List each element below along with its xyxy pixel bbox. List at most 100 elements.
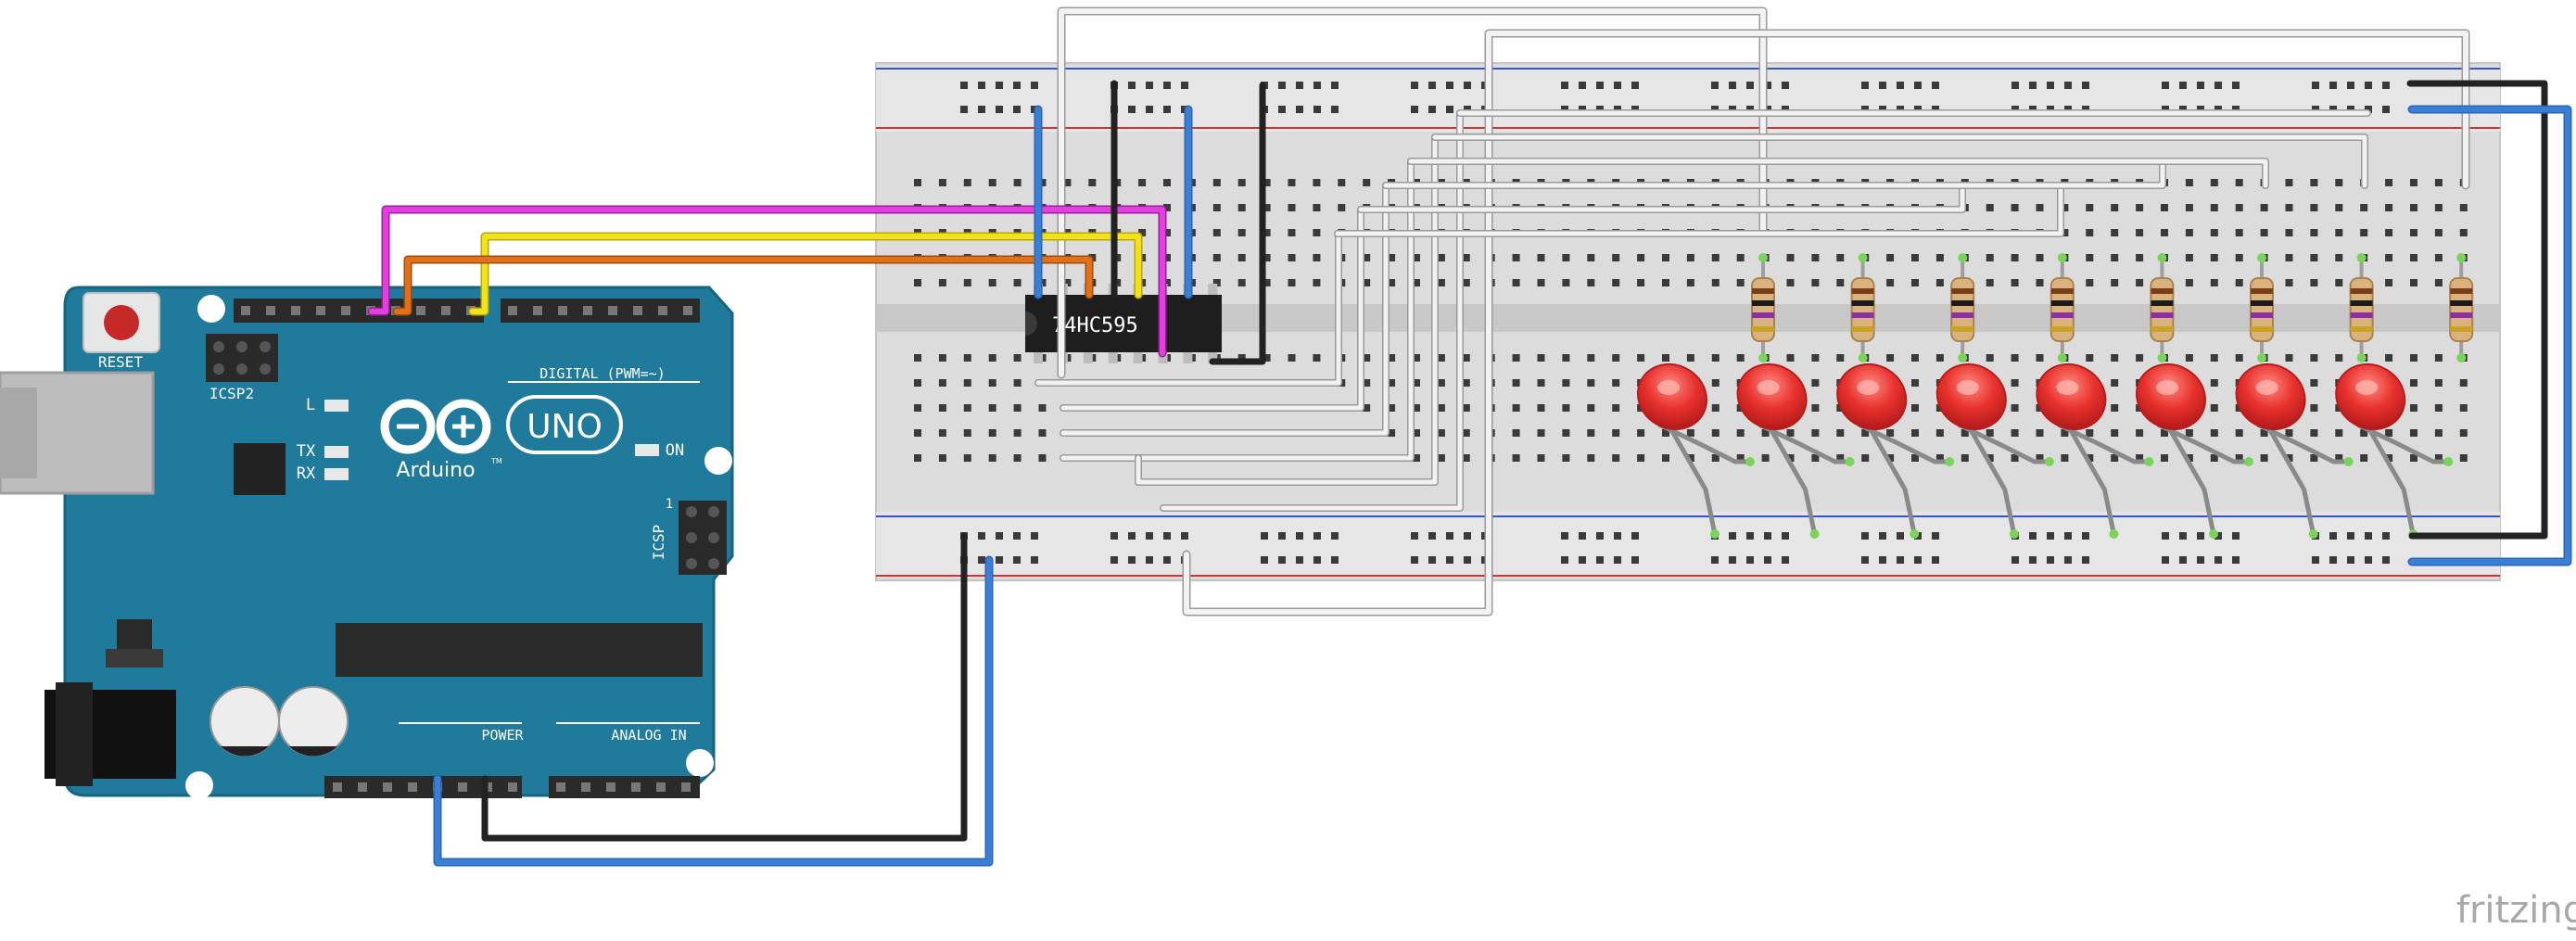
breadboard-hole — [2360, 429, 2368, 437]
rail-hole — [2365, 556, 2372, 564]
led-lead — [2256, 422, 2349, 464]
rail-hole — [1128, 106, 1136, 113]
breadboard-hole — [2434, 279, 2443, 286]
breadboard-hole — [2185, 179, 2193, 186]
power-jack-lip — [56, 682, 93, 786]
led-highlight — [1657, 380, 1680, 395]
breadboard-hole — [1562, 354, 1570, 362]
chip-leg — [1083, 350, 1093, 363]
breadboard-hole — [1212, 254, 1221, 261]
breadboard-hole — [2086, 229, 2094, 236]
breadboard-hole — [2335, 229, 2343, 236]
breadboard-hole — [1886, 279, 1895, 286]
breadboard-hole — [1811, 454, 1820, 462]
connection-dot — [1809, 529, 1820, 539]
breadboard-hole — [2335, 354, 2343, 362]
rail-hole — [1914, 82, 1922, 89]
breadboard-hole — [2210, 179, 2218, 186]
rail-hole — [2064, 556, 2072, 564]
microcontroller-chip — [336, 623, 703, 677]
bottom-pin-holes — [333, 782, 691, 792]
breadboard-hole — [2210, 204, 2218, 211]
wire-magenta — [369, 207, 1165, 356]
breadboard-hole — [1587, 454, 1595, 462]
breadboard-hole — [1388, 404, 1396, 412]
breadboard-hole — [1263, 279, 1271, 286]
rail-hole — [1261, 532, 1268, 540]
breadboard-hole — [2161, 454, 2168, 462]
rail-hole — [1181, 82, 1188, 89]
rail-hole — [2382, 82, 2390, 89]
resistor-band — [1951, 288, 1974, 294]
led-lead — [1657, 422, 1750, 464]
breadboard-hole — [1163, 229, 1171, 236]
usb-chip — [234, 443, 286, 495]
resistor-band — [2251, 312, 2273, 318]
breadboard-hole — [2410, 454, 2417, 462]
breadboard-hole — [2310, 379, 2318, 387]
breadboard-hole — [2036, 354, 2044, 362]
breadboard-hole — [2410, 354, 2417, 362]
led-highlight — [2056, 380, 2079, 395]
rail-hole — [1278, 556, 1286, 564]
breadboard-hole — [2285, 454, 2293, 462]
rail-hole — [1013, 532, 1021, 540]
rail-hole — [1729, 532, 1736, 540]
rail-hole — [1631, 82, 1639, 89]
rail-hole — [1631, 532, 1639, 540]
breadboard-hole — [1986, 204, 1994, 211]
rail-hole — [1879, 556, 1886, 564]
breadboard-hole — [2285, 354, 2293, 362]
breadboard-hole — [963, 429, 971, 437]
rail-hole — [978, 82, 985, 89]
breadboard-hole — [1935, 454, 1944, 462]
connection-dot — [2144, 457, 2154, 466]
breadboard-hole — [2011, 429, 2019, 437]
breadboard-hole — [1363, 354, 1371, 362]
connection-dot — [1858, 253, 1868, 262]
breadboard-hole — [1911, 429, 1919, 437]
rail-hole — [2064, 532, 2072, 540]
breadboard-hole — [1462, 354, 1470, 362]
pin-hole — [556, 782, 565, 792]
connection-dot — [1758, 253, 1768, 262]
wire-white — [1358, 183, 1965, 212]
breadboard-hole — [2111, 204, 2119, 211]
tx-label: TX — [297, 442, 316, 461]
breadboard-hole — [2260, 204, 2268, 211]
breadboard-hole — [1537, 379, 1545, 387]
breadboard-hole — [963, 179, 971, 186]
breadboard-hole — [963, 454, 971, 462]
breadboard-hole — [2434, 179, 2443, 186]
breadboard-hole — [1811, 354, 1820, 362]
top-power-rail — [876, 67, 2500, 132]
breadboard-hole — [988, 404, 996, 412]
rail-hole — [1013, 82, 1021, 89]
rail-hole — [996, 82, 1003, 89]
breadboard-hole — [1462, 454, 1470, 462]
breadboard-hole — [2061, 229, 2069, 236]
rail-hole — [2232, 82, 2240, 89]
rail-hole — [1446, 532, 1453, 540]
rail-hole — [2347, 556, 2354, 564]
rail-hole — [1031, 532, 1038, 540]
breadboard-hole — [938, 454, 946, 462]
breadboard-hole — [1413, 379, 1420, 387]
breadboard-hole — [1088, 179, 1097, 186]
rail-hole — [1278, 106, 1286, 113]
pin-hole — [533, 306, 542, 315]
icsp-label: ICSP — [650, 525, 667, 561]
breadboard-hole — [2111, 279, 2119, 286]
resistor-band — [2450, 288, 2473, 294]
rail-hole — [2197, 556, 2204, 564]
breadboard-hole — [1437, 404, 1445, 412]
rail-hole — [1313, 556, 1321, 564]
breadboard-hole — [1686, 429, 1694, 437]
mounting-hole — [185, 771, 213, 799]
wire-black — [2406, 80, 2548, 540]
rail-hole — [1278, 82, 1286, 89]
rail-hole — [1464, 82, 1471, 89]
breadboard-hole — [1288, 204, 1296, 211]
breadboard-hole — [2459, 204, 2468, 211]
resistor-band — [1951, 312, 1974, 318]
